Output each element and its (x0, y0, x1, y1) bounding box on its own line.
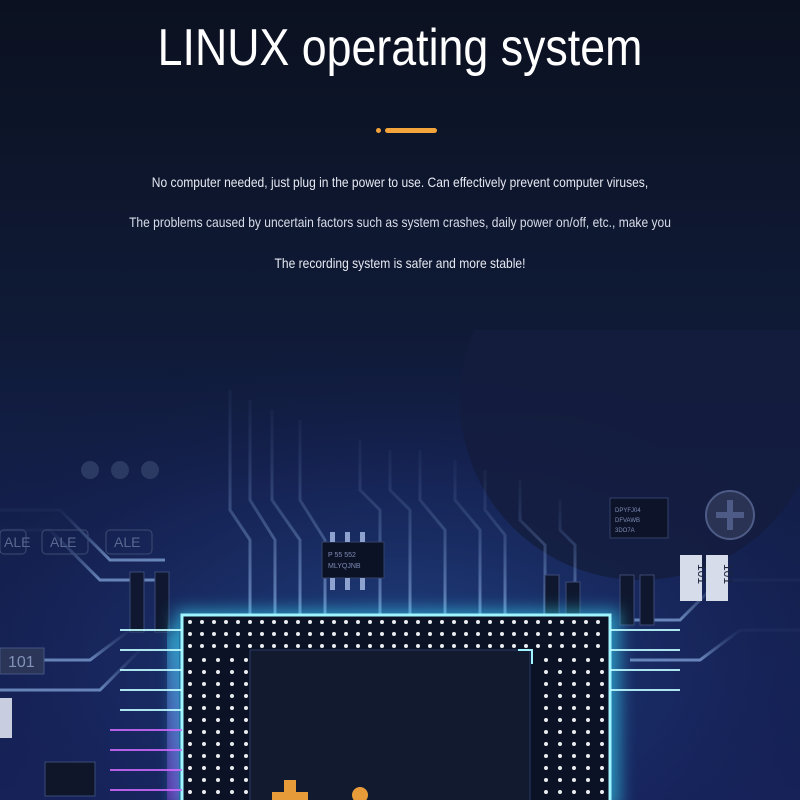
ale-label-3: ALE (114, 534, 140, 550)
description-line-2: The problems caused by uncertain factors… (129, 214, 671, 230)
resistor-label-left: 101 (8, 654, 35, 671)
divider-bar (385, 128, 437, 133)
page-title: LINUX operating system (157, 19, 643, 77)
small-chip-text-1: P 55 552 (328, 552, 356, 559)
small-chip-text-2: MLYQJNB (328, 563, 361, 570)
description-line-1: No computer needed, just plug in the pow… (151, 174, 649, 190)
circuit-board-illustration: ALE ALE ALE 101 P 55 552 MLYQJNB DPYFJ04… (0, 330, 800, 800)
divider-dot (376, 128, 381, 133)
right-chip-text-1: DPYFJ04 (615, 508, 641, 514)
ale-label-2: ALE (50, 534, 76, 550)
description-line-3: The recording system is safer and more s… (274, 255, 526, 271)
resistor-label-right-1: 101 (695, 564, 709, 584)
resistor-label-right-2: 101 (721, 564, 735, 584)
ale-label-1: ALE (4, 534, 30, 550)
right-chip-text-3: 3DO7A (615, 528, 635, 534)
right-chip-text-2: DFVAWB (615, 518, 640, 524)
